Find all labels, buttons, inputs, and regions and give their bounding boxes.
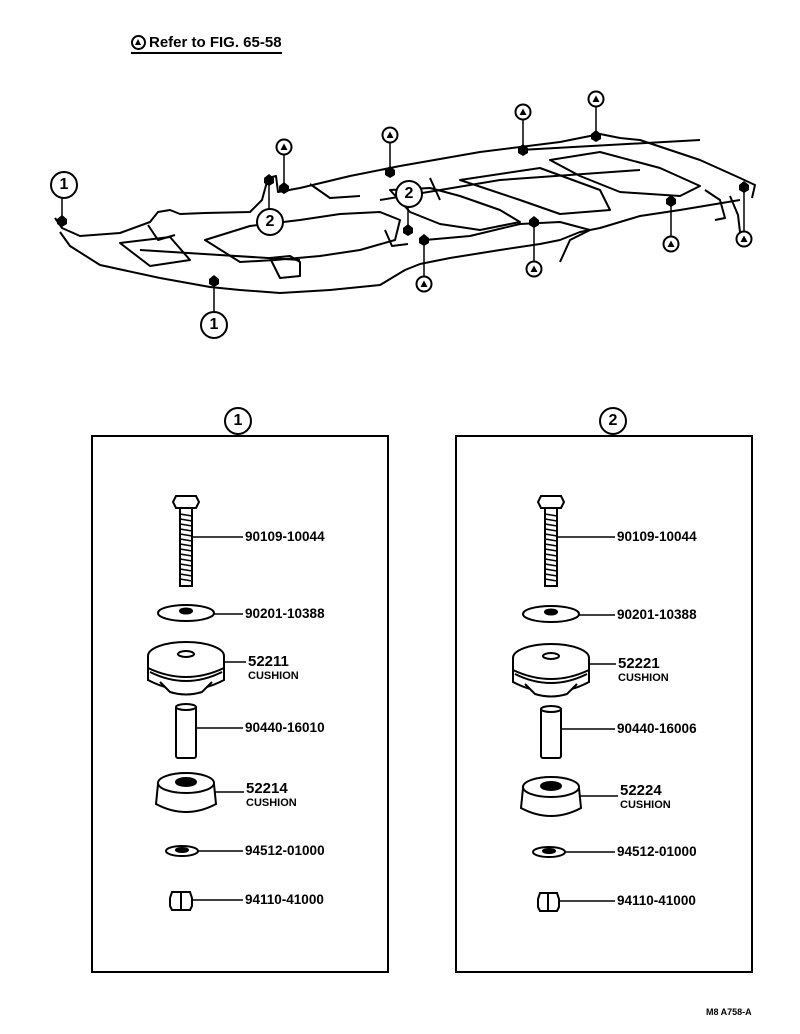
panel-two-part-lower-cushion: 52224 bbox=[620, 782, 662, 799]
panel-two-part-lock-washer: 94512-01000 bbox=[617, 844, 697, 859]
panel-one-label: 1 bbox=[224, 407, 252, 435]
chassis-frame bbox=[54, 133, 756, 294]
panel-one-parts bbox=[147, 495, 225, 911]
panel-one-part-lock-washer: 94512-01000 bbox=[245, 843, 325, 858]
panel-one-part-nut: 94110-41000 bbox=[245, 892, 324, 907]
frame-callout-two-right: 2 bbox=[395, 180, 423, 208]
panel-one-part-collar: 90440-16010 bbox=[245, 720, 325, 735]
frame-callout-two-left: 2 bbox=[256, 208, 284, 236]
panel-box-two bbox=[455, 435, 753, 973]
reference-note-text: Refer to FIG. 65-58 bbox=[149, 34, 282, 51]
panel-two-upper-cushion-name: CUSHION bbox=[618, 672, 669, 684]
panel-one-upper-cushion-name: CUSHION bbox=[248, 670, 299, 682]
triangle-reference-icon bbox=[131, 35, 146, 50]
panel-two-part-washer: 90201-10388 bbox=[617, 607, 697, 622]
panel-two-part-nut: 94110-41000 bbox=[617, 893, 696, 908]
panel-one-part-upper-cushion: 52211 bbox=[248, 653, 289, 670]
panel-one-part-washer: 90201-10388 bbox=[245, 606, 325, 621]
figure-code: M8 A758-A bbox=[706, 1007, 752, 1017]
panel-one-lower-cushion-name: CUSHION bbox=[246, 797, 297, 809]
panel-two-label: 2 bbox=[599, 407, 627, 435]
panel-one-part-bolt: 90109-10044 bbox=[245, 529, 325, 544]
panel-two-parts bbox=[512, 495, 590, 912]
frame-callout-one-bottom: 1 bbox=[200, 311, 228, 339]
panel-one-part-lower-cushion: 52214 bbox=[246, 780, 288, 797]
frame-callout-one-left: 1 bbox=[50, 171, 78, 199]
panel-two-part-upper-cushion: 52221 bbox=[618, 655, 660, 672]
panel-box-one bbox=[91, 435, 389, 973]
panel-two-lower-cushion-name: CUSHION bbox=[620, 799, 671, 811]
reference-note: Refer to FIG. 65-58 bbox=[131, 34, 282, 54]
panel-two-part-bolt: 90109-10044 bbox=[617, 529, 697, 544]
panel-two-part-collar: 90440-16006 bbox=[617, 721, 697, 736]
